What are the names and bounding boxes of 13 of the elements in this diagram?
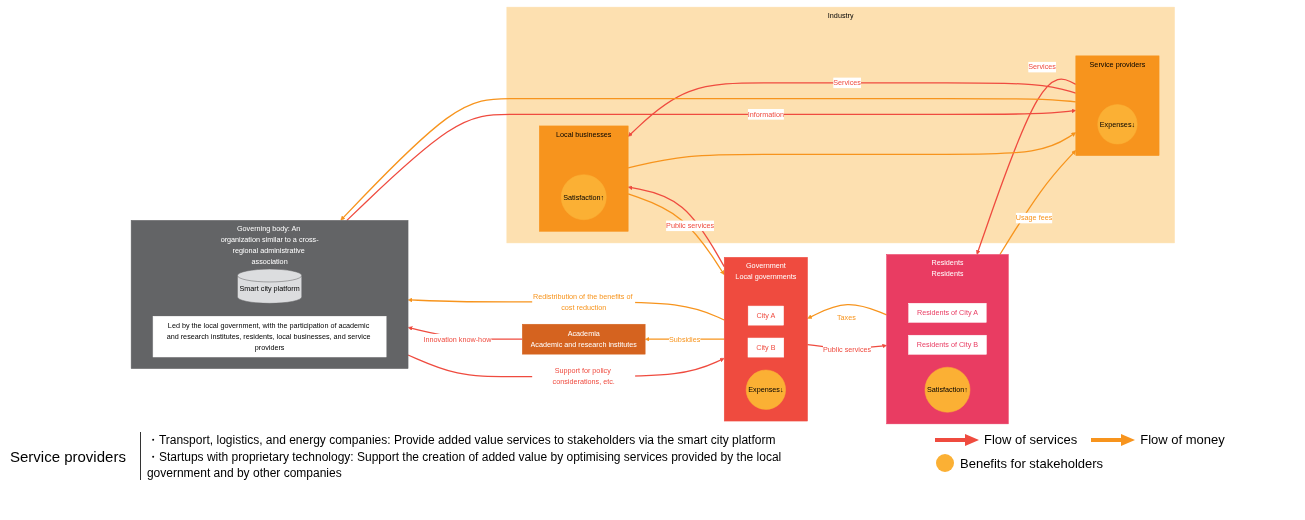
note-text: ・Startups with proprietary technology: Support the creation of added value by optimising services provided by the local government and by other companies [146,449,783,480]
arrow [627,131,1076,169]
note-text: ・Transport, logistics, and energy companies: Provide added value services to stakeholders via the smart city platform [146,432,777,449]
arrow [627,192,725,275]
legend-label: Flow of services [984,432,1078,447]
row-heading: Service providers [10,447,126,465]
arrow [975,77,1077,255]
arrow [627,81,1077,137]
arrow [627,185,725,267]
arrow [806,303,887,319]
legend-label: Flow of money [1140,432,1225,447]
arrow [998,149,1076,255]
legend-label: Benefits for stakeholders [960,455,1104,471]
